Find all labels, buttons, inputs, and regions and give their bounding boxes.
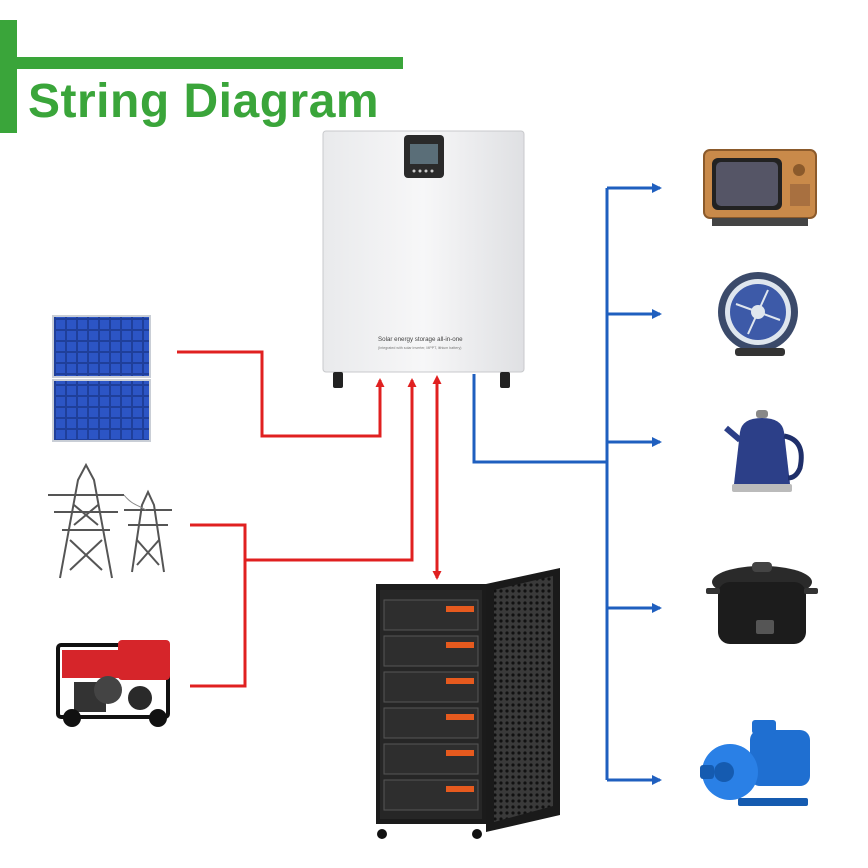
battery-module-connector bbox=[446, 642, 474, 648]
power-tower-icon bbox=[48, 462, 172, 579]
inverter-right-foot-icon bbox=[500, 372, 510, 388]
rice-cooker-icon bbox=[706, 562, 818, 644]
battery-module-connector bbox=[446, 750, 474, 756]
inverter-unit: Solar energy storage all-in-one (Integra… bbox=[322, 130, 525, 388]
title-accent-bar-horizontal bbox=[17, 57, 403, 69]
output-connections bbox=[472, 183, 662, 785]
battery-module bbox=[383, 635, 479, 667]
battery-module-connector bbox=[446, 606, 474, 612]
kettle-icon bbox=[724, 410, 804, 492]
inverter-sublabel: (Integrated with solar inverter, MPPT, l… bbox=[378, 346, 462, 350]
battery-module-connector bbox=[446, 678, 474, 684]
page-title: String Diagram bbox=[28, 75, 380, 128]
title-accent-bar-vertical bbox=[0, 20, 17, 133]
water-pump-icon bbox=[700, 720, 810, 806]
tv-icon bbox=[703, 149, 817, 226]
inverter-label: Solar energy storage all-in-one bbox=[378, 336, 463, 343]
battery-module bbox=[383, 599, 479, 631]
battery-module bbox=[383, 671, 479, 703]
battery-module bbox=[383, 707, 479, 739]
battery-module-connector bbox=[446, 714, 474, 720]
battery-module bbox=[383, 743, 479, 775]
generator-icon bbox=[56, 640, 170, 727]
battery-module-connector bbox=[446, 786, 474, 792]
inverter-left-foot-icon bbox=[333, 372, 343, 388]
battery-rack-icon bbox=[376, 568, 560, 839]
solar-panel-icon bbox=[52, 315, 151, 442]
input-connections bbox=[177, 350, 442, 688]
battery-module bbox=[383, 779, 479, 811]
fan-icon bbox=[718, 272, 798, 356]
